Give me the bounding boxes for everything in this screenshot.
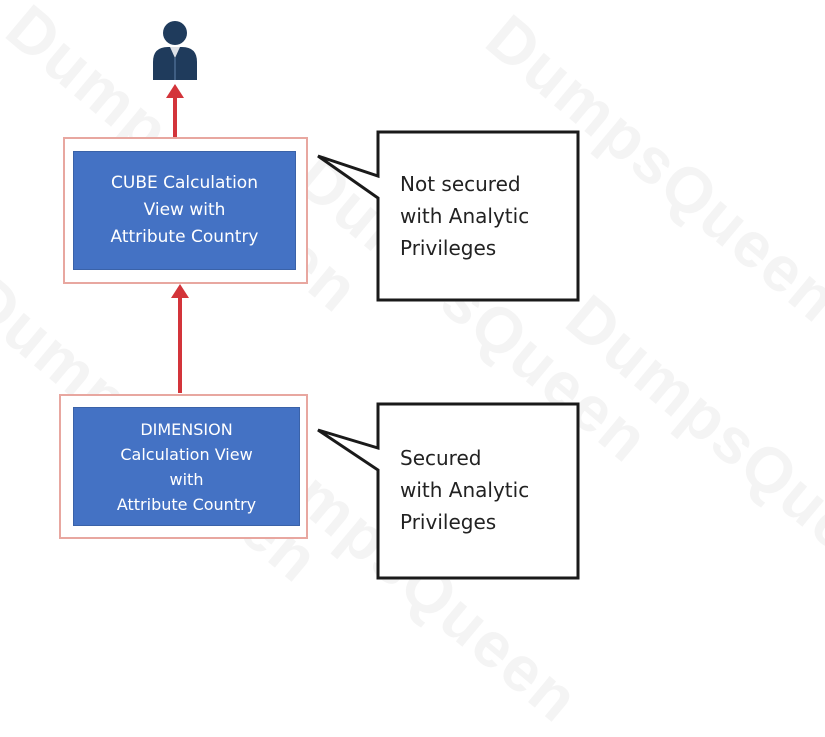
cube-view-label-line: View with	[143, 200, 226, 220]
dimension-view-label-line: with	[169, 469, 204, 489]
arrowhead-cube	[171, 284, 189, 298]
cube-calculation-view: CUBE Calculation View with Attribute Cou…	[73, 151, 296, 270]
cube-view-label-line: CUBE Calculation	[111, 173, 258, 193]
callout-top-line: with Analytic	[400, 204, 530, 228]
dimension-calculation-view-frame: DIMENSION Calculation View with Attribut…	[59, 394, 308, 539]
dimension-calculation-view: DIMENSION Calculation View with Attribut…	[73, 407, 300, 526]
callout-bottom-line: Secured	[400, 446, 482, 470]
arrowhead-user	[166, 84, 184, 98]
connectors	[153, 21, 580, 580]
callout-bottom-text: Secured with Analytic Privileges	[400, 442, 529, 538]
callout-bottom-line: Privileges	[400, 510, 497, 534]
cube-calculation-view-frame: CUBE Calculation View with Attribute Cou…	[63, 137, 308, 284]
callout-top-line: Privileges	[400, 236, 497, 260]
dimension-view-label-line: Attribute Country	[116, 494, 257, 514]
callout-bottom-shape	[317, 402, 580, 580]
callout-top-text: Not secured with Analytic Privileges	[400, 168, 529, 264]
cube-view-label-line: Attribute Country	[110, 227, 259, 247]
user-icon	[153, 21, 197, 80]
callout-bottom-line: with Analytic	[400, 478, 530, 502]
dimension-view-label-line: DIMENSION	[140, 419, 233, 439]
callout-top-line: Not secured	[400, 172, 521, 196]
callout-top-shape	[317, 130, 580, 302]
dimension-view-label-line: Calculation View	[120, 444, 253, 464]
